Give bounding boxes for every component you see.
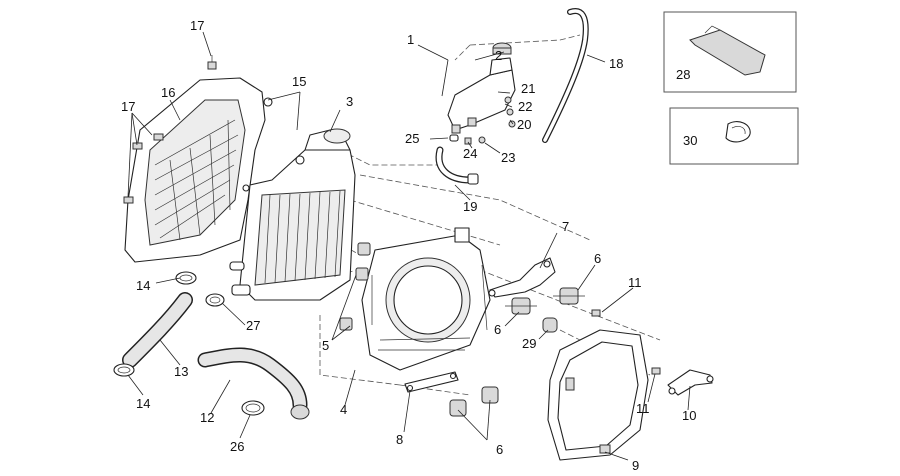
hose-clamp-27 xyxy=(205,293,225,307)
callout-21: 21 xyxy=(521,81,535,96)
silent-block-lower-b xyxy=(449,399,467,417)
callout-3: 3 xyxy=(346,94,353,109)
callout-11-upper: 11 xyxy=(628,275,642,290)
callout-22: 22 xyxy=(518,99,532,114)
breather-hose xyxy=(542,8,589,143)
callout-16: 16 xyxy=(161,85,175,100)
callout-30: 30 xyxy=(683,133,697,148)
inset-box-28 xyxy=(663,11,797,93)
callout-11-lower: 11 xyxy=(636,401,650,416)
callout-labels: 1 2 3 4 5 6 6 6 7 8 9 10 11 11 12 13 14 … xyxy=(121,18,697,473)
callout-24: 24 xyxy=(463,146,477,161)
screw-17-left-c xyxy=(123,196,134,204)
callout-10: 10 xyxy=(682,408,696,423)
callout-6-middle: 6 xyxy=(494,322,501,337)
hose-clamp-26 xyxy=(241,400,265,416)
callout-4: 4 xyxy=(340,402,347,417)
screw-11-upper xyxy=(591,309,601,317)
hose-12 xyxy=(197,347,310,420)
hose-clamp-14-lower xyxy=(113,363,135,377)
callout-26: 26 xyxy=(230,439,244,454)
callout-2: 2 xyxy=(495,48,502,63)
silent-block-upper xyxy=(553,287,585,305)
inset-box-30 xyxy=(669,107,799,165)
callout-17-top: 17 xyxy=(190,18,204,33)
bracket-7 xyxy=(488,257,556,298)
callout-27: 27 xyxy=(246,318,260,333)
screw-17-left-b xyxy=(132,142,143,150)
bracket-8 xyxy=(404,371,459,393)
fan-frame xyxy=(547,329,649,461)
fasteners-group xyxy=(449,96,516,145)
callout-13: 13 xyxy=(174,364,188,379)
small-hose xyxy=(435,146,479,185)
callout-6-upper: 6 xyxy=(594,251,601,266)
callout-29: 29 xyxy=(522,336,536,351)
callout-15: 15 xyxy=(292,74,306,89)
callout-7: 7 xyxy=(562,219,569,234)
callout-25: 25 xyxy=(405,131,419,146)
callout-1: 1 xyxy=(407,32,414,47)
radiator-cover xyxy=(124,77,273,263)
callout-12: 12 xyxy=(200,410,214,425)
screw-11-lower xyxy=(651,367,661,375)
hose-clamp-14-upper xyxy=(175,271,197,285)
clip-5-top xyxy=(357,242,371,256)
callout-28: 28 xyxy=(676,67,690,82)
hose-13 xyxy=(122,292,193,368)
callout-9: 9 xyxy=(632,458,639,473)
clip-5-low xyxy=(339,317,353,331)
expansion-tank xyxy=(447,57,516,134)
clip-5-mid xyxy=(355,267,369,281)
callout-19: 19 xyxy=(463,199,477,214)
callout-23: 23 xyxy=(501,150,515,165)
callout-14-lower: 14 xyxy=(136,396,150,411)
callout-18: 18 xyxy=(609,56,623,71)
callout-20: 20 xyxy=(517,117,531,132)
callout-17-left: 17 xyxy=(121,99,135,114)
screw-17-left-a xyxy=(153,133,164,141)
callout-14-upper: 14 xyxy=(136,278,150,293)
bracket-10 xyxy=(667,369,714,396)
filler-cap xyxy=(492,42,512,55)
radiator xyxy=(229,128,356,301)
spacer-29 xyxy=(542,317,558,333)
callout-5: 5 xyxy=(322,338,329,353)
silent-block-middle xyxy=(505,297,537,315)
callout-6-lower: 6 xyxy=(496,442,503,457)
callout-8: 8 xyxy=(396,432,403,447)
leader-lines xyxy=(127,31,691,461)
screw-17-top xyxy=(207,55,217,70)
fan-shroud xyxy=(361,227,491,371)
